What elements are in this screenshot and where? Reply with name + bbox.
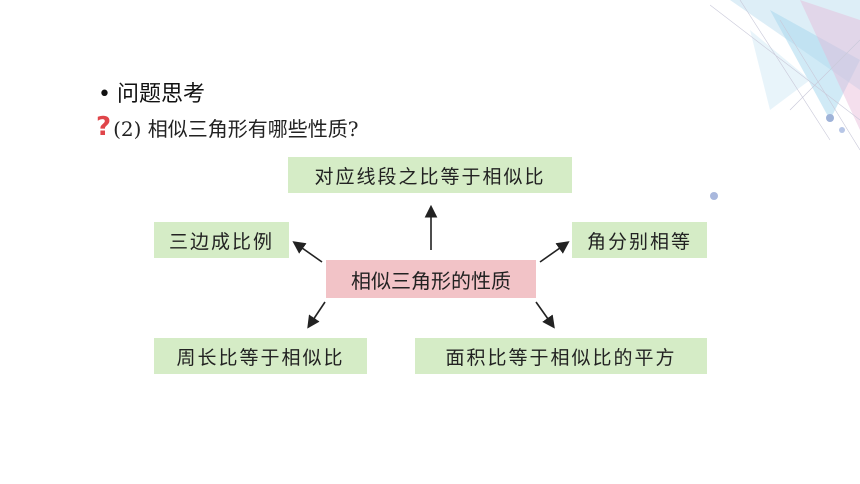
question-line: ? (2) 相似三角形有哪些性质? — [96, 112, 359, 142]
node-right: 角分别相等 — [572, 222, 707, 258]
section-heading: •问题思考 — [98, 76, 205, 108]
node-bottom-right: 面积比等于相似比的平方 — [415, 338, 707, 374]
node-bottom-right-label: 面积比等于相似比的平方 — [445, 346, 677, 369]
node-top: 对应线段之比等于相似比 — [288, 157, 572, 193]
node-left-label: 三边成比例 — [168, 230, 274, 253]
heading-text: 问题思考 — [116, 82, 205, 107]
decorative-geometric-pattern — [710, 0, 860, 200]
arrow-to-right — [539, 241, 570, 263]
node-bottom-left: 周长比等于相似比 — [154, 338, 367, 374]
heading-bullet: • — [98, 82, 111, 107]
node-right-label: 角分别相等 — [586, 230, 692, 253]
center-node: 相似三角形的性质 — [326, 260, 536, 298]
arrow-to-bottom-left — [307, 301, 326, 329]
node-left: 三边成比例 — [154, 222, 289, 258]
question-text: (2) 相似三角形有哪些性质? — [113, 116, 359, 141]
arrow-to-left — [292, 241, 323, 263]
center-node-label: 相似三角形的性质 — [351, 268, 511, 293]
arrow-to-bottom-right — [535, 301, 555, 329]
node-bottom-left-label: 周长比等于相似比 — [176, 346, 345, 369]
node-top-label: 对应线段之比等于相似比 — [314, 165, 546, 188]
question-mark-icon: ? — [96, 112, 112, 142]
